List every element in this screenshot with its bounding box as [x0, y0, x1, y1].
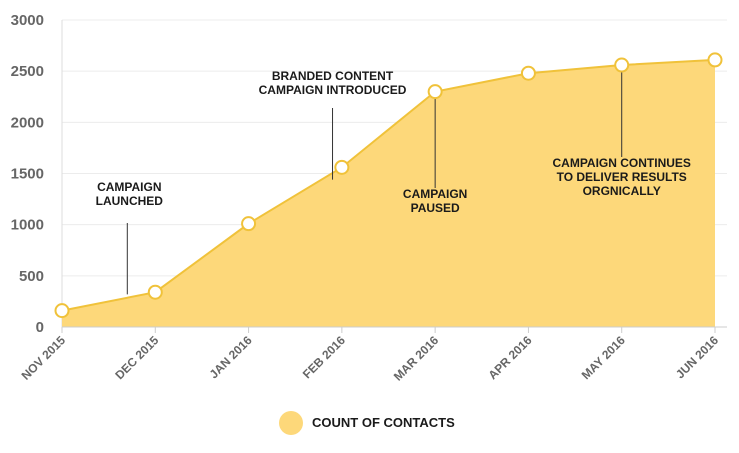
y-tick-label-1000: 1000 [11, 217, 44, 234]
data-point-7 [707, 52, 723, 68]
y-axis: 0 500 1000 1500 2000 2500 3000 [11, 12, 63, 336]
annotation-3-line-2: ORGNICALLY [583, 184, 661, 198]
annotation-2-line-1: PAUSED [411, 201, 460, 215]
annotation-3-line-1: TO DELIVER RESULTS [557, 170, 687, 184]
data-point-3 [334, 159, 350, 175]
legend-label: COUNT OF CONTACTS [312, 415, 455, 430]
y-tick-label-500: 500 [19, 268, 44, 285]
annotation-2-line-0: CAMPAIGN [403, 187, 467, 201]
data-point-1 [147, 284, 163, 300]
legend[interactable]: COUNT OF CONTACTS [279, 411, 455, 435]
x-tick-label-4: MAR 2016 [391, 333, 442, 384]
annotation-0-line-0: CAMPAIGN [97, 180, 161, 194]
annotation-3-line-0: CAMPAIGN CONTINUES [552, 156, 690, 170]
x-tick-label-1: DEC 2015 [112, 333, 161, 382]
x-tick-label-7: JUN 2016 [673, 333, 721, 381]
series-area-fill [62, 59, 715, 327]
data-point-0 [54, 303, 70, 319]
x-tick-label-5: APR 2016 [485, 333, 534, 382]
x-axis: NOV 2015 DEC 2015 JAN 2016 FEB 2016 MAR 2016… [19, 326, 727, 384]
data-point-6 [614, 57, 630, 73]
y-tick-label-2000: 2000 [11, 114, 44, 131]
data-point-2 [241, 216, 257, 232]
data-point-5 [520, 65, 536, 81]
y-tick-label-1500: 1500 [11, 166, 44, 183]
series-area [61, 58, 716, 327]
annotation-leaders [126, 71, 623, 295]
data-markers [54, 52, 723, 319]
x-tick-label-3: FEB 2016 [300, 333, 348, 381]
y-tick-label-2500: 2500 [11, 63, 44, 80]
series-line [61, 58, 716, 312]
x-tick-label-2: JAN 2016 [207, 333, 255, 381]
annotation-1-line-0: BRANDED CONTENT [272, 69, 394, 83]
x-tick-label-6: MAY 2016 [579, 333, 628, 382]
data-point-4 [427, 84, 443, 100]
annotation-1-line-1: CAMPAIGN INTRODUCED [259, 83, 407, 97]
legend-swatch [279, 411, 303, 435]
x-tick-label-0: NOV 2015 [19, 333, 69, 383]
annotation-0-line-1: LAUNCHED [96, 194, 164, 208]
y-tick-label-3000: 3000 [11, 12, 44, 29]
y-tick-label-0: 0 [36, 319, 44, 336]
